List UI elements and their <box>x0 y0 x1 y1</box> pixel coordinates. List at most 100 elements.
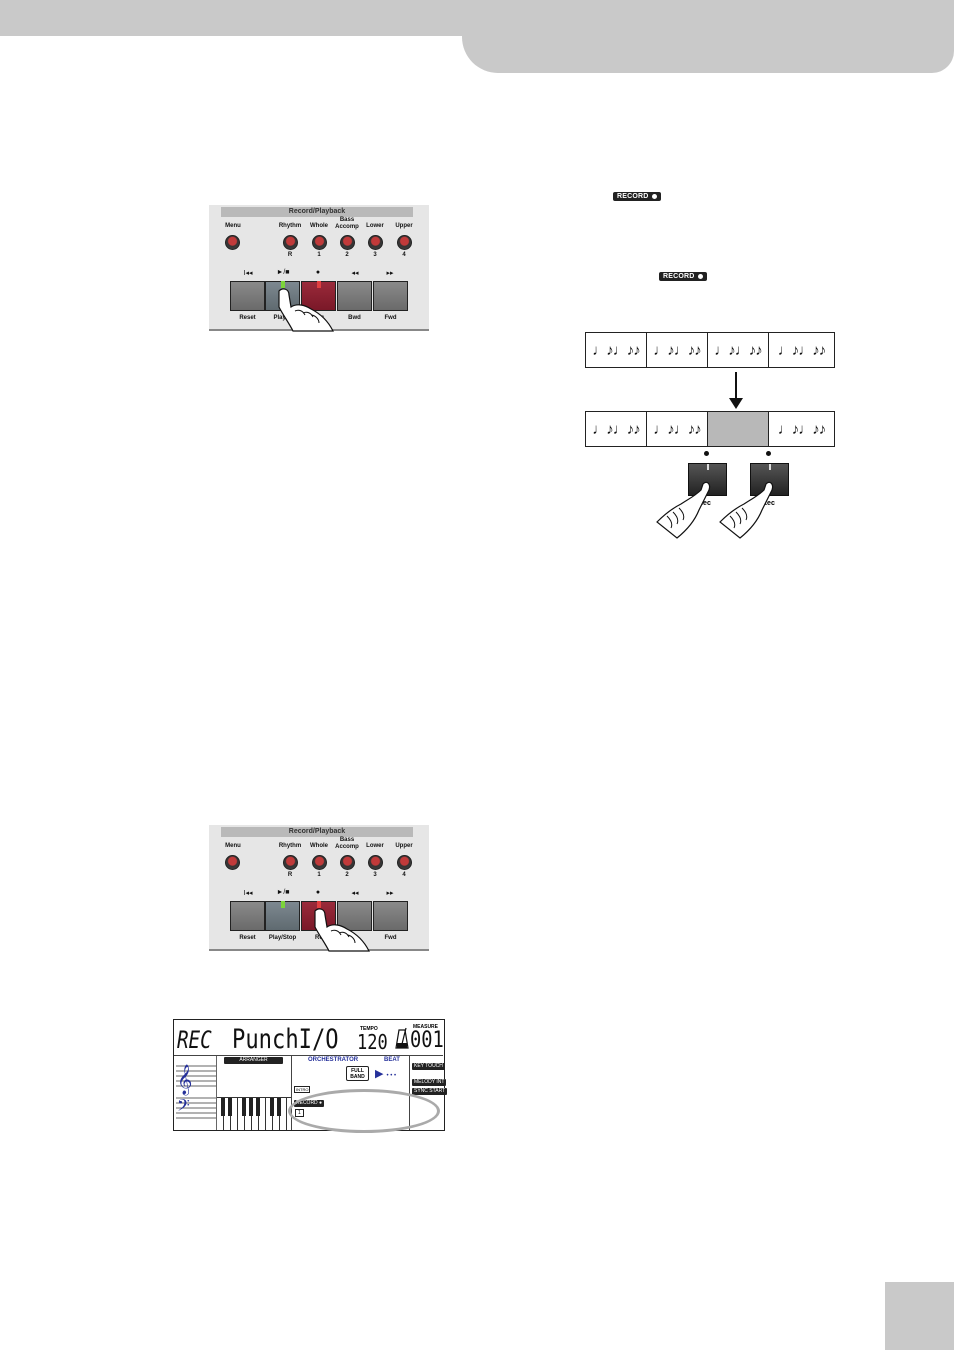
whole-knob[interactable] <box>312 855 327 870</box>
arranger-label: ARRANGER <box>224 1057 283 1064</box>
measure-bottom-2: ♩♪♩♪♪ <box>646 411 708 447</box>
menu-label: Menu <box>225 843 241 849</box>
fwd-label: Fwd <box>384 935 397 941</box>
pressing-hand-icon <box>719 481 774 539</box>
header-tab <box>462 0 954 73</box>
bass-accomp-sub: 2 <box>345 872 349 878</box>
rhythm-label: Rhythm <box>278 843 302 849</box>
play-stop-symbol: ►/■ <box>276 889 290 896</box>
full-band-indicator: FULL BAND <box>346 1066 369 1081</box>
fwd-button[interactable] <box>373 281 408 311</box>
record-dot-icon <box>697 274 703 279</box>
panel-title: Record/Playback <box>221 827 413 837</box>
rec-symbol: ● <box>315 269 321 276</box>
whole-label: Whole <box>310 843 328 849</box>
upper-sub: 4 <box>402 872 406 878</box>
bass-clef-icon: 𝄢 <box>177 1095 190 1119</box>
measure-top-3: ♩♪♩♪♪ <box>707 332 769 368</box>
bwd-label: Bwd <box>348 315 361 321</box>
record-dot-icon <box>651 194 657 199</box>
measure-top-4: ♩♪♩♪♪ <box>768 332 835 368</box>
bass-accomp-label: Bass Accomp <box>335 837 359 850</box>
rec-dot-icon <box>704 451 709 456</box>
rec-button[interactable] <box>301 281 336 311</box>
down-arrow-icon <box>729 372 743 409</box>
record-badge-1: RECORD <box>613 192 661 201</box>
bass-accomp-knob[interactable] <box>340 235 355 250</box>
menu-knob[interactable] <box>225 855 240 870</box>
keyboard-graphic <box>217 1097 291 1130</box>
upper-knob[interactable] <box>397 235 412 250</box>
pressing-hand-icon <box>278 288 334 332</box>
punch-out-rec-label: Rec <box>762 500 775 507</box>
bwd-button[interactable] <box>337 281 372 311</box>
menu-knob[interactable] <box>225 235 240 250</box>
record-badge-text: RECORD <box>663 273 695 280</box>
upper-knob[interactable] <box>397 855 412 870</box>
bwd-button[interactable] <box>337 901 372 931</box>
lower-sub: 3 <box>373 872 377 878</box>
rhythm-sub: R <box>287 872 293 878</box>
measure-label: MEASURE <box>413 1024 439 1030</box>
lcd-name: PunchI/O <box>232 1024 339 1055</box>
orchestrator-label: ORCHESTRATOR <box>308 1057 359 1063</box>
whole-sub: 1 <box>317 252 321 258</box>
fwd-symbol: ▸▸ <box>386 890 394 897</box>
measure-bottom-1: ♩♪♩♪♪ <box>585 411 647 447</box>
menu-label: Menu <box>225 223 241 229</box>
rhythm-label: Rhythm <box>278 223 302 229</box>
treble-clef-icon: 𝄞 <box>177 1064 192 1096</box>
play-stop-label: Play/Stop <box>268 935 297 941</box>
rec-label: Rec <box>314 935 326 941</box>
tempo-label: TEMPO <box>360 1026 378 1032</box>
play-led <box>281 281 285 288</box>
reset-symbol: I◂◂ <box>243 270 253 277</box>
rec-led <box>317 281 321 288</box>
reset-button[interactable] <box>230 901 265 931</box>
fwd-label: Fwd <box>384 315 397 321</box>
sync-start-indicator: SYNC START <box>412 1088 448 1095</box>
lower-knob[interactable] <box>368 235 383 250</box>
rec-symbol: ● <box>315 889 321 896</box>
whole-knob[interactable] <box>312 235 327 250</box>
fwd-button[interactable] <box>373 901 408 931</box>
rec-led <box>317 901 321 908</box>
upper-label: Upper <box>395 843 413 849</box>
play-led <box>281 901 285 908</box>
lower-knob[interactable] <box>368 855 383 870</box>
rhythm-knob[interactable] <box>283 855 298 870</box>
play-stop-button[interactable] <box>265 901 300 931</box>
whole-sub: 1 <box>317 872 321 878</box>
measure-top-2: ♩♪♩♪♪ <box>646 332 708 368</box>
lcd-divider <box>174 1055 443 1056</box>
punch-in-rec-label: Rec <box>698 500 711 507</box>
upper-sub: 4 <box>402 252 406 258</box>
lcd-divider <box>291 1056 292 1130</box>
key-touch-indicator: KEY TOUCH <box>412 1063 445 1070</box>
record-playback-panel-1: Record/Playback Menu Rhythm R Whole 1 Ba… <box>209 205 429 332</box>
measure-bottom-punch-gap <box>707 411 769 447</box>
reset-button[interactable] <box>230 281 265 311</box>
measure-value: 001 <box>410 1028 444 1053</box>
bass-accomp-knob[interactable] <box>340 855 355 870</box>
panel-title: Record/Playback <box>221 207 413 217</box>
page-number-tab <box>885 1282 954 1350</box>
pressing-hand-icon <box>656 481 711 539</box>
bwd-symbol: ◂◂ <box>351 270 359 277</box>
fwd-symbol: ▸▸ <box>386 270 394 277</box>
measure-top-1: ♩♪♩♪♪ <box>585 332 647 368</box>
metronome-icon <box>395 1027 409 1049</box>
highlight-ellipse <box>288 1089 440 1133</box>
lcd-divider <box>216 1056 217 1130</box>
whole-label: Whole <box>310 223 328 229</box>
music-staff: 𝄞 𝄢 <box>176 1064 216 1119</box>
bass-accomp-label: Bass Accomp <box>335 217 359 230</box>
measure-bottom-4: ♩♪♩♪♪ <box>768 411 835 447</box>
rhythm-sub: R <box>287 252 293 258</box>
reset-label: Reset <box>239 935 256 941</box>
lower-sub: 3 <box>373 252 377 258</box>
upper-label: Upper <box>395 223 413 229</box>
rhythm-knob[interactable] <box>283 235 298 250</box>
reset-symbol: I◂◂ <box>243 890 253 897</box>
intro-indicator: INTRO <box>294 1086 311 1093</box>
